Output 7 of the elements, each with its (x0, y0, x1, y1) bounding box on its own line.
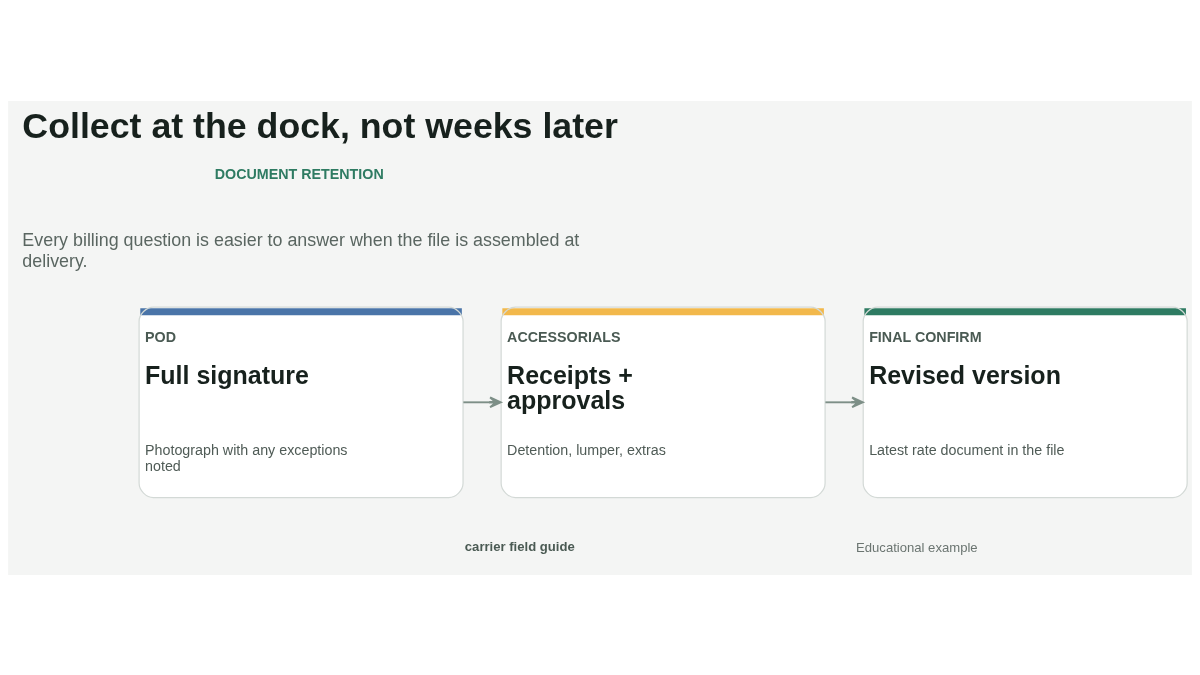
diagram-title: Collect at the dock, not weeks later (22, 105, 618, 146)
arrow (462, 396, 502, 408)
label: Every billing question is easier to answer when the file is assembled at delivery. (22, 229, 580, 271)
label: Educational example (856, 539, 978, 555)
label: DOCUMENT RETENTION (214, 165, 384, 182)
label: carrier field guide (464, 538, 575, 554)
arrow (824, 396, 864, 408)
